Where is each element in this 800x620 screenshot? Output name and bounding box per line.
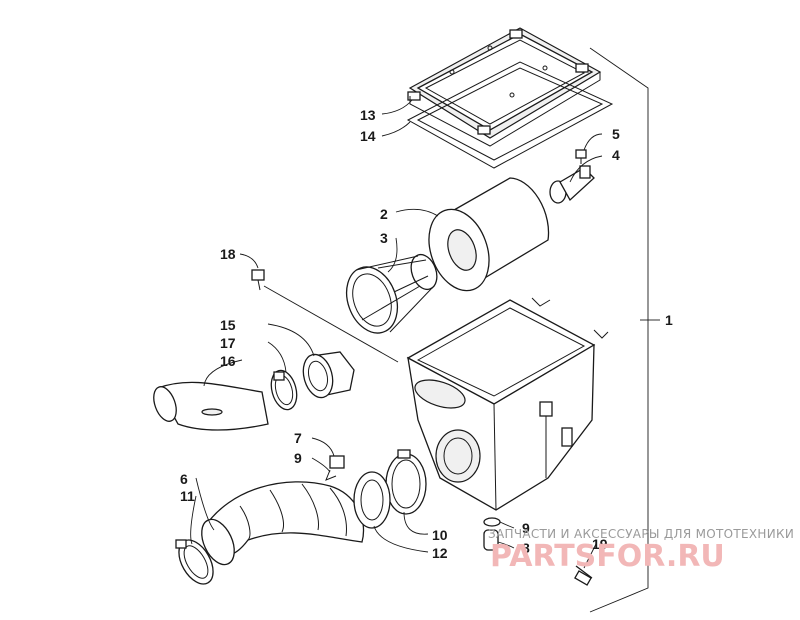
intake-boot-15 (302, 351, 355, 399)
callout-4: 4 (612, 147, 620, 163)
callout-12: 12 (432, 545, 448, 561)
callout-17: 17 (220, 335, 236, 351)
filter-cage (345, 253, 438, 334)
breather-fitting-4 (549, 165, 595, 204)
callout-6: 6 (180, 471, 188, 487)
watermark: ЗАПЧАСТИ И АКСЕССУАРЫ ДЛЯ МОТОТЕХНИКИ PA… (488, 527, 794, 574)
callout-19: 19 (592, 536, 608, 552)
clamp-10 (385, 449, 427, 515)
callout-5: 5 (612, 126, 620, 142)
assembly-bracket (589, 47, 660, 613)
bolt-19 (574, 565, 593, 586)
filter-element (428, 177, 550, 292)
clamp-11 (175, 539, 214, 585)
callout-1: 1 (665, 312, 673, 328)
hose-8 (483, 529, 499, 551)
airbox-housing (406, 297, 609, 511)
outlet-duct-6 (201, 481, 365, 566)
callout-14: 14 (360, 128, 376, 144)
callout-8: 8 (522, 540, 530, 556)
callout-7: 7 (294, 430, 302, 446)
clamp-9-lower (483, 517, 501, 527)
callout-11: 11 (180, 488, 195, 504)
intake-tube-16 (153, 381, 269, 431)
callout-labels: 1 2 3 4 5 6 7 8 9 9 10 11 12 13 14 15 16… (180, 107, 673, 561)
bolt-5 (575, 149, 587, 164)
airbox-lid (407, 27, 602, 147)
leader-lines (190, 99, 648, 569)
watermark-logo: PARTSFOR.RU (490, 539, 725, 574)
callout-2: 2 (380, 206, 388, 222)
callout-9-upper: 9 (294, 450, 302, 466)
callout-16: 16 (220, 353, 236, 369)
callout-15: 15 (220, 317, 236, 333)
callout-9-lower: 9 (522, 520, 530, 536)
fitting-7 (325, 455, 345, 481)
lid-gasket (406, 61, 614, 169)
callout-3: 3 (380, 230, 388, 246)
watermark-caption: ЗАПЧАСТИ И АКСЕССУАРЫ ДЛЯ МОТОТЕХНИКИ (488, 527, 794, 541)
bolt-18 (251, 269, 399, 363)
callout-18: 18 (220, 246, 236, 262)
callout-13: 13 (360, 107, 376, 123)
clamp-17 (270, 369, 298, 411)
callout-10: 10 (432, 527, 448, 543)
adapter-ring-12 (353, 471, 391, 529)
